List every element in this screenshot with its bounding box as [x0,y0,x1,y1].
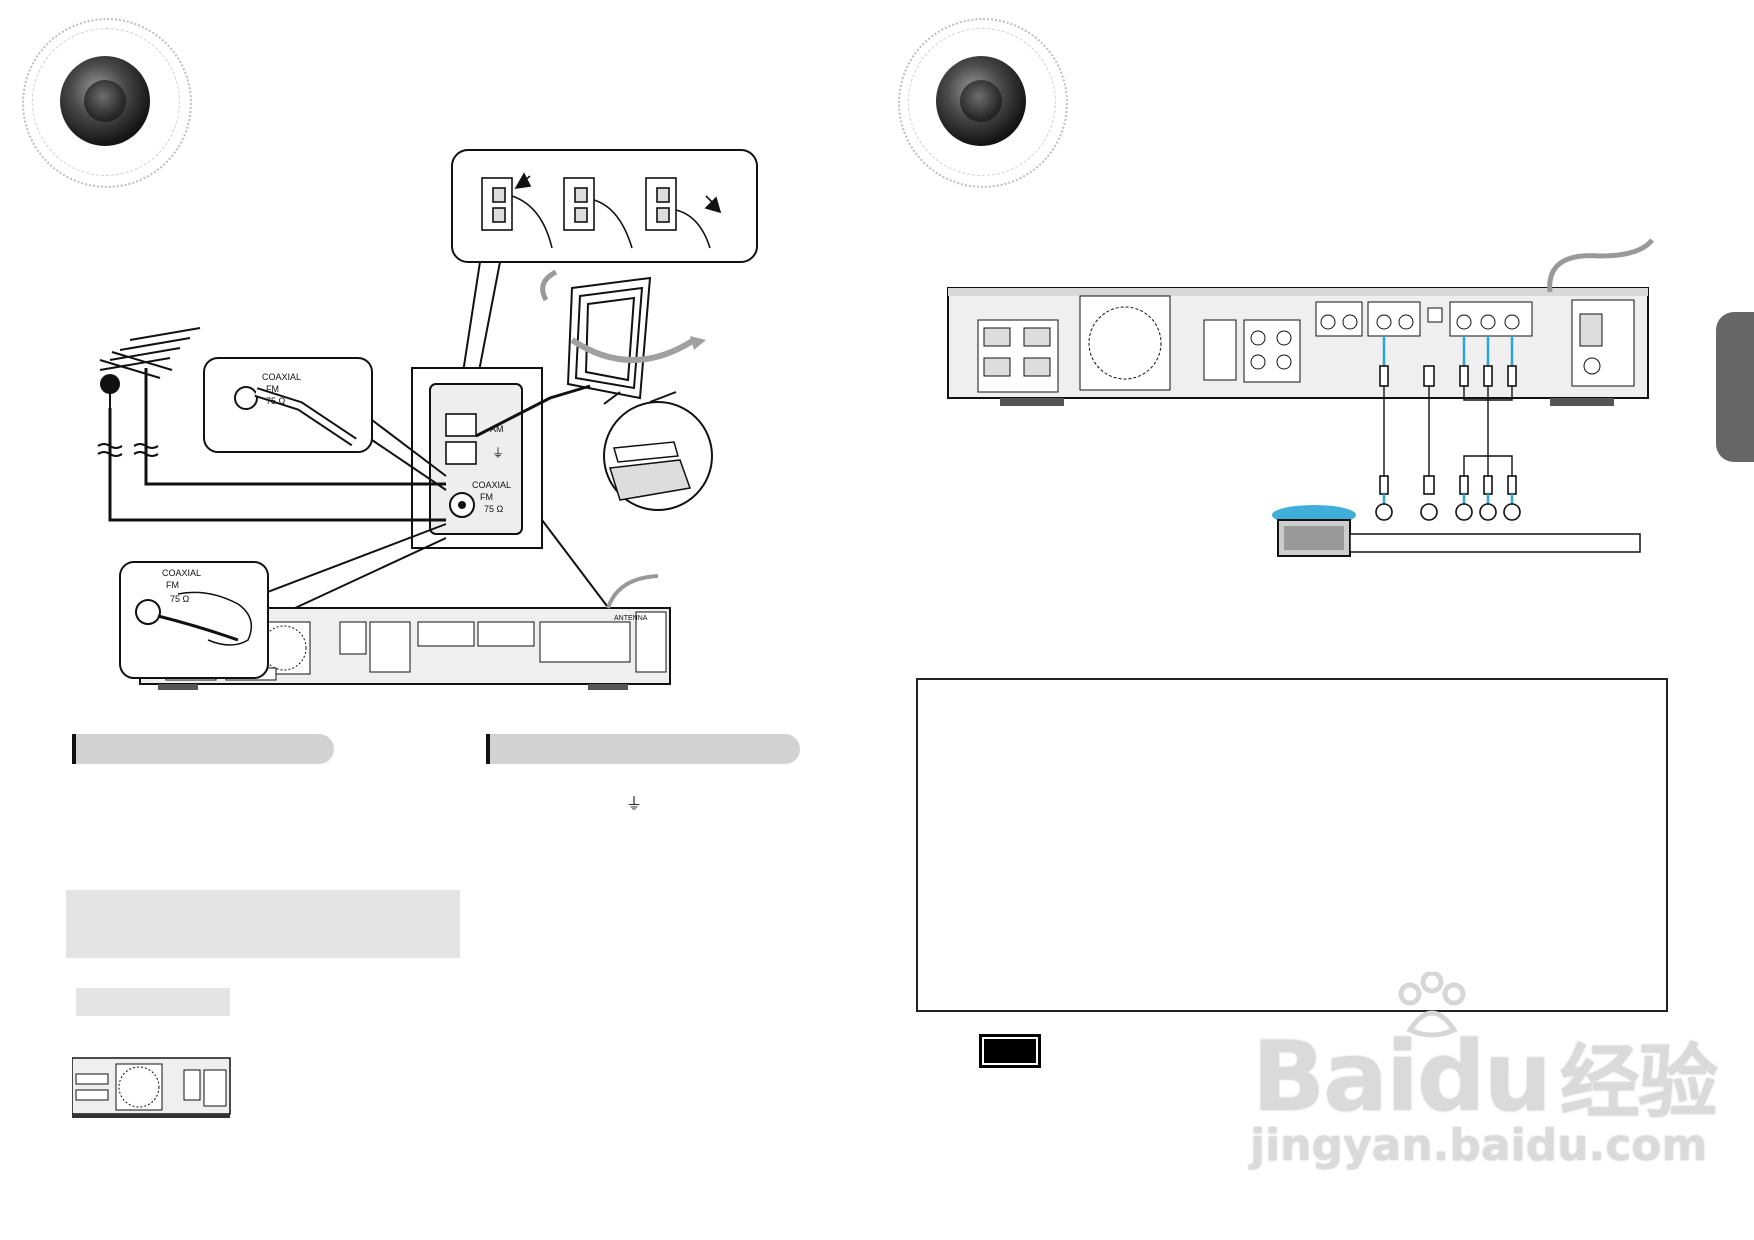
watermark-bai: Bai [1252,1021,1419,1133]
bottom-fm-label: FM [166,580,179,590]
coaxial-label: COAXIAL [262,372,302,382]
chapter-tab [1716,312,1754,462]
panel-ohm-label: 75 Ω [484,504,504,514]
section-bar-fm [72,734,334,764]
speaker-icon [22,18,192,188]
note-box [66,890,460,958]
fm-label: FM [266,384,279,394]
note-tag [76,988,230,1016]
note-box-right [916,678,1668,1012]
antenna-connection-diagram [97,149,758,629]
panel-coaxial-label: COAXIAL [472,480,512,490]
ground-symbol: ⏚ [492,446,505,460]
bottom-ohm-label: 75 Ω [170,594,190,604]
watermark-paw-icon [1390,970,1480,1042]
section-bar-am [486,734,800,764]
antenna-header: ANTENNA [614,615,648,622]
am-label: AM [490,424,504,434]
inline-ground-symbol: ⏚ [626,796,643,813]
ohm-label: 75 Ω [266,396,286,406]
note-badge [979,1034,1041,1068]
watermark-url: jingyan.baidu.com [1250,1120,1708,1171]
panel-fm-label: FM [480,492,493,502]
bottom-coaxial-label: COAXIAL [162,568,202,578]
watermark-du: du [1416,1021,1552,1133]
speaker-icon-right [898,18,1068,188]
video-connection-diagram [947,238,1654,557]
rear-panel-left [119,561,671,690]
watermark-cjk: 经验 [1559,1036,1718,1129]
rear-panel-thumbnail [72,1057,231,1118]
